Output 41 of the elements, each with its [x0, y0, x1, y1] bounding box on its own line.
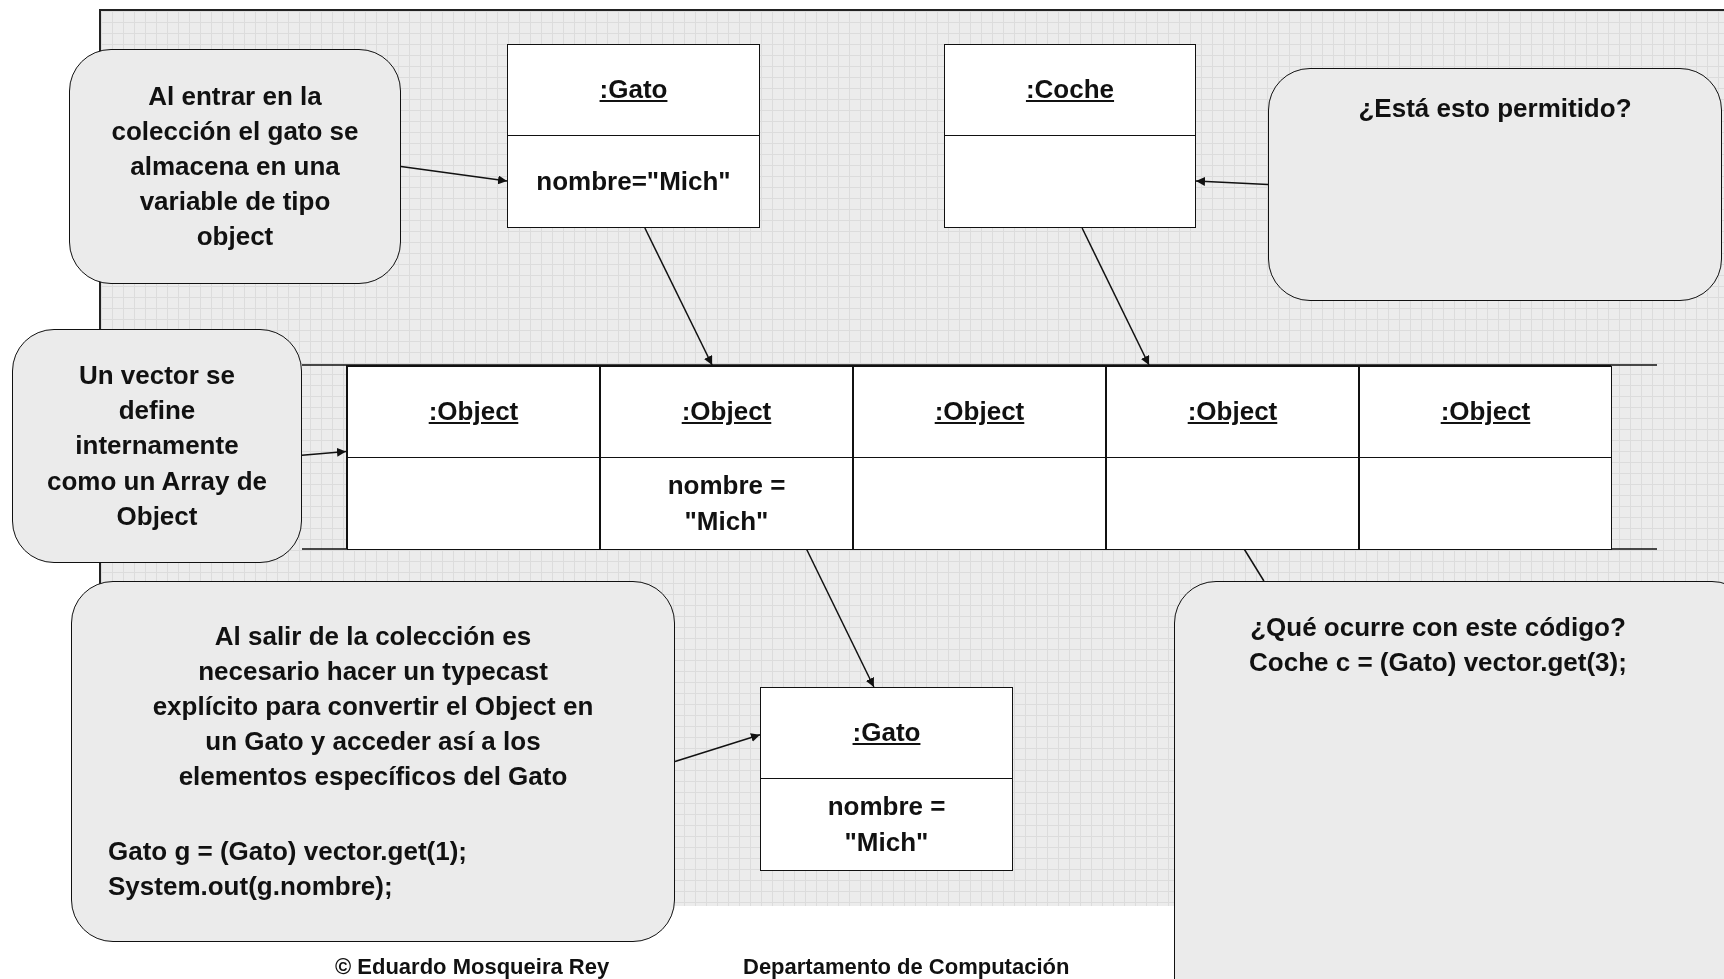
callout-text: ¿Está esto permitido? — [1358, 93, 1632, 123]
object-name: :Gato — [852, 717, 921, 748]
object-name: :Coche — [1025, 74, 1115, 105]
arrow — [400, 165, 508, 185]
arrow — [644, 227, 713, 366]
object-box — [944, 44, 1196, 228]
callout-text: ¿Qué ocurre con este código? — [1250, 612, 1626, 642]
object-name: :Gato — [599, 74, 668, 105]
array-cell — [1359, 366, 1612, 550]
callout-text: Gato g = (Gato) vector.get(1); System.out(g.nombre); — [108, 836, 467, 902]
arrow — [674, 733, 761, 763]
object-name: :Object — [1440, 396, 1531, 427]
footer-text: © Eduardo Mosqueira Rey — [335, 954, 610, 979]
arrow — [1081, 227, 1150, 366]
arrow — [1195, 177, 1269, 186]
attribute-text: nombre = "Mich" — [666, 469, 787, 538]
callout-bubble — [1268, 68, 1722, 301]
object-box — [760, 687, 1013, 871]
object-name: :Object — [681, 396, 772, 427]
arrow — [805, 548, 875, 688]
object-name: :Object — [934, 396, 1025, 427]
callout-bubble — [12, 329, 302, 563]
array-cell — [1106, 366, 1359, 550]
callout-text: Un vector se define internamente como un Array de Object — [46, 360, 268, 531]
array-cell — [600, 366, 853, 550]
callout-text: Al entrar en la colección el gato se almacena en una variable de tipo object — [111, 80, 359, 252]
object-name: :Object — [1187, 396, 1278, 427]
callout-bubble — [71, 581, 675, 942]
array-cell — [347, 366, 600, 550]
callout-text: Coche c = (Gato) vector.get(3); — [1249, 647, 1627, 678]
callout-bubble — [1174, 581, 1724, 979]
attribute-text: nombre = "Mich" — [826, 790, 947, 859]
footer-text: Departamento de Computación — [743, 954, 1070, 979]
object-name: :Object — [428, 396, 519, 427]
callout-bubble — [69, 49, 401, 284]
attribute-text: nombre="Mich" — [536, 164, 731, 198]
array-cell — [853, 366, 1106, 550]
arrow — [301, 447, 347, 457]
object-box — [507, 44, 760, 228]
callout-text: Al salir de la colección es necesario hacer un typecast explícito para convertir el Object en un Gato y acceder así a los elementos específicos del Gato — [152, 620, 594, 792]
array-box — [346, 365, 1611, 549]
